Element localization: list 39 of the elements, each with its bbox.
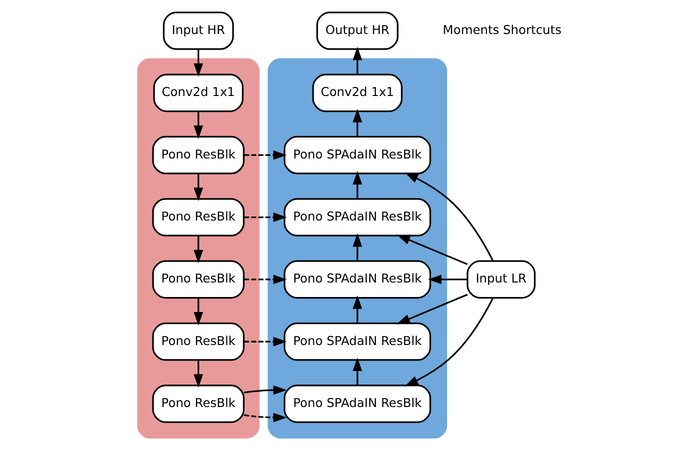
arrow [244, 150, 287, 160]
arrow [352, 233, 362, 261]
node-box: Conv2d 1x1 [153, 74, 244, 112]
label: Moments Shortcuts [442, 22, 562, 37]
arrow [244, 336, 287, 346]
arrow [194, 298, 204, 326]
node-box: Output HR [316, 12, 398, 50]
arrow [194, 49, 204, 77]
node-box: Pono SPAdaIN ResBlk [284, 322, 432, 361]
node-box: Pono ResBlk [152, 384, 245, 423]
arrow [352, 295, 362, 324]
node-box: Pono ResBlk [152, 260, 245, 299]
node-box: Pono SPAdaIN ResBlk [284, 260, 432, 299]
node-box: Pono SPAdaIN ResBlk [284, 198, 432, 236]
arrow [396, 294, 468, 324]
node-box: Pono ResBlk [152, 322, 245, 361]
node-box: Pono ResBlk [152, 198, 245, 236]
arrow [244, 274, 287, 284]
arrow [194, 174, 204, 202]
arrow [404, 172, 494, 262]
arrow [194, 360, 204, 388]
arrow [352, 358, 362, 386]
cluster [137, 58, 260, 438]
arrow [404, 298, 494, 386]
node-box: Pono ResBlk [152, 136, 245, 174]
arrow [244, 212, 287, 222]
arrow [396, 234, 468, 266]
node-box: Pono SPAdaIN ResBlk [284, 136, 432, 174]
arrow [244, 412, 287, 422]
node-box: Input LR [466, 260, 536, 299]
node-box: Conv2d 1x1 [312, 74, 403, 112]
arrow [352, 171, 362, 199]
arrow [352, 46, 362, 74]
node-box: Input HR [162, 12, 234, 50]
arrow [428, 274, 468, 284]
arrow [194, 111, 204, 139]
arrow [194, 236, 204, 264]
arrow [352, 108, 362, 136]
node-box: Pono SPAdaIN ResBlk [284, 384, 432, 423]
